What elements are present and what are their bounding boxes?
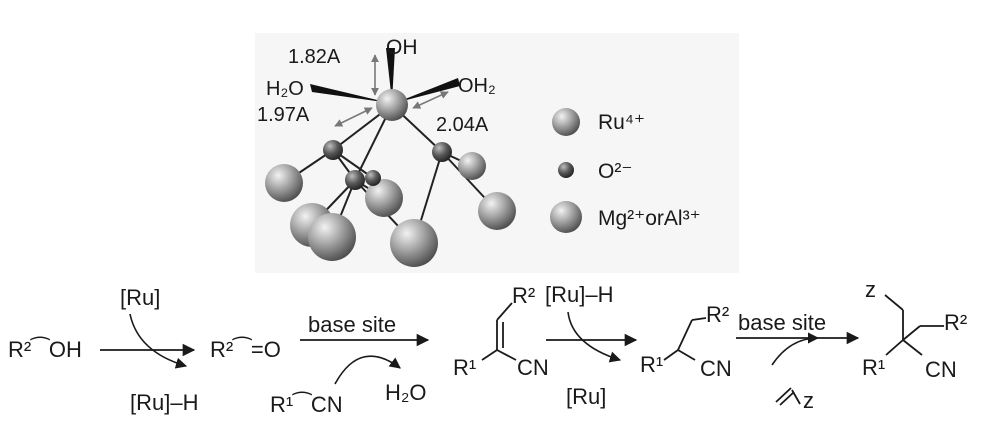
legend: Ru⁴⁺ O²⁻ Mg²⁺orAl³⁺ xyxy=(550,108,701,233)
oh-label: OH xyxy=(386,36,418,59)
base-site-label-2: base site xyxy=(738,310,826,335)
cation-sphere xyxy=(308,213,356,261)
water-byproduct: H₂O xyxy=(385,380,427,405)
cation-sphere xyxy=(478,192,516,230)
bond-length-oh: 1.82A xyxy=(288,46,341,68)
alcohol-compound: R²⁀OH xyxy=(8,336,82,362)
alkene-z-label: z xyxy=(803,388,814,413)
alkene-nitrile-compound: R² R¹ CN xyxy=(453,283,549,380)
legend-ru-sphere xyxy=(552,108,580,136)
cation-sphere xyxy=(265,164,303,202)
ru-h-reagent: [Ru]–H xyxy=(545,282,613,307)
cation-sphere xyxy=(458,152,486,180)
bond-length-oh2: 2.04A xyxy=(436,114,489,136)
curved-arrow-1 xyxy=(129,313,188,369)
ligand-wedges xyxy=(310,48,460,103)
c5-r1: R¹ xyxy=(862,355,885,380)
final-product-compound: z R² R¹ CN xyxy=(862,277,967,382)
legend-cation-sphere xyxy=(550,201,582,233)
legend-o-sphere xyxy=(558,162,574,178)
curved-arrow-4 xyxy=(771,332,820,366)
nitrile-reagent: R¹⁀CN xyxy=(270,391,343,417)
curved-arrow-3 xyxy=(567,311,622,363)
distance-arrows xyxy=(334,54,449,127)
legend-o-label: O²⁻ xyxy=(598,160,632,183)
saturated-nitrile-compound: R² R¹ CN xyxy=(640,302,732,381)
c3-r1: R¹ xyxy=(453,355,476,380)
base-site-label-1: base site xyxy=(308,312,396,337)
oxygen-sphere xyxy=(323,140,343,160)
c3-cn: CN xyxy=(517,355,549,380)
legend-cation-label: Mg²⁺orAl³⁺ xyxy=(598,207,701,230)
reaction-scheme: R²⁀OH [Ru] [Ru]–H R²⁀=O base site R¹⁀CN … xyxy=(8,277,967,417)
ruthenium-sphere xyxy=(376,89,408,121)
aldehyde-compound: R²⁀=O xyxy=(210,336,281,362)
cation-sphere xyxy=(365,179,403,217)
c5-cn: CN xyxy=(925,357,957,382)
c3-r2: R² xyxy=(512,283,535,308)
oxygen-sphere xyxy=(365,170,381,186)
ru-h-product-1: [Ru]–H xyxy=(130,390,198,415)
bond-length-h2o: 1.97A xyxy=(257,104,310,126)
c4-r1: R¹ xyxy=(640,352,663,377)
oh2-label: OH₂ xyxy=(458,75,496,97)
legend-ru-label: Ru⁴⁺ xyxy=(598,111,645,134)
c4-r2: R² xyxy=(706,302,729,327)
c4-cn: CN xyxy=(700,356,732,381)
oxygen-sphere xyxy=(345,170,365,190)
curved-arrow-2 xyxy=(334,355,401,385)
ru-product: [Ru] xyxy=(566,384,606,409)
crystal-structure: OH 1.82A H₂O OH₂ 1.97A 2.04A Ru⁴⁺ O²⁻ Mg… xyxy=(255,33,739,273)
c5-r2: R² xyxy=(944,310,967,335)
alkene-reagent xyxy=(775,387,801,406)
oxygen-sphere xyxy=(432,142,452,162)
ru-catalyst-label: [Ru] xyxy=(120,285,160,310)
c5-z: z xyxy=(865,277,876,302)
cation-sphere xyxy=(390,219,438,267)
h2o-label: H₂O xyxy=(266,78,304,100)
